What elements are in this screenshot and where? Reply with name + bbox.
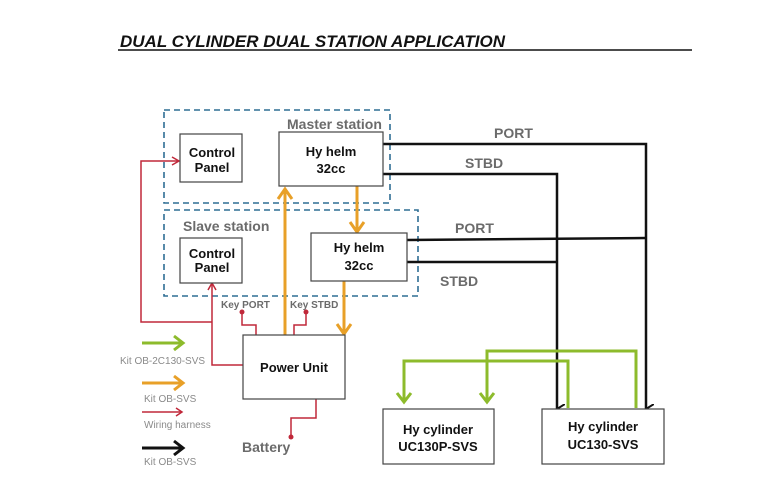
master-hy-helm-line1: Hy helm [306,144,357,159]
hy-cylinder-stbd[interactable]: Hy cylinder UC130-SVS [541,408,665,465]
orange-hydraulic-lines [276,186,366,337]
master-control-panel-line2: Panel [195,160,230,175]
orange-arrowhead-2 [335,323,353,337]
green-arrowhead-1 [395,392,413,405]
wire-power-to-slave-panel [211,284,243,366]
master-control-panel[interactable]: Control Panel [179,133,243,183]
legend: Kit OB-2C130-SVS Kit OB-SVS Wiring harne… [120,334,211,468]
orange-arrowhead-1 [348,221,366,235]
wire-arrowhead-master [171,156,181,166]
hy-cylinder-port[interactable]: Hy cylinder UC130P-SVS [382,408,495,465]
key-port-terminal [239,309,245,315]
key-stbd-label: Key STBD [290,300,338,311]
slave-hy-helm-line1: Hy helm [334,240,385,255]
green-arrowhead-2 [478,392,496,405]
master-port-line [383,142,646,409]
legend-label-3: Wiring harness [144,420,211,431]
wire-to-master-panel [140,160,212,323]
master-hy-helm-line2: 32cc [317,161,346,176]
master-stbd-line [383,172,557,409]
legend-item-kit-ob-2c130-svs: Kit OB-2C130-SVS [120,334,205,367]
battery-terminal [288,434,294,440]
slave-control-panel-line1: Control [189,246,235,261]
legend-label-4: Kit OB-SVS [144,457,197,468]
black-arrow-icon [142,439,186,457]
key-stbd-terminal [303,309,309,315]
slave-control-panel[interactable]: Control Panel [179,237,243,284]
master-control-panel-line1: Control [189,145,235,160]
hy-cylinder-stbd-line2: UC130-SVS [568,437,639,452]
green-hydraulic-lines [395,349,638,408]
hy-cylinder-port-line2: UC130P-SVS [398,439,478,454]
hy-cylinder-stbd-line1: Hy cylinder [568,419,638,434]
battery-label: Battery [242,439,290,455]
master-hy-helm[interactable]: Hy helm 32cc [278,131,384,187]
hy-cylinder-port-line1: Hy cylinder [403,422,473,437]
slave-station-label: Slave station [183,218,269,234]
orange-arrowhead-up [276,186,294,200]
legend-label-2: Kit OB-SVS [144,394,197,405]
master-stbd-label: STBD [465,155,503,171]
slave-port-line [406,236,647,242]
key-port-label: Key PORT [221,300,270,311]
master-station-label: Master station [287,116,382,132]
wire-key-stbd [293,312,307,335]
slave-control-panel-line2: Panel [195,260,230,275]
slave-port-label: PORT [455,220,494,236]
slave-stbd-label: STBD [440,273,478,289]
master-port-label: PORT [494,125,533,141]
legend-item-kit-ob-svs-black: Kit OB-SVS [142,439,197,468]
wire-key-port [241,312,257,335]
red-arrow-icon [142,407,184,417]
legend-item-kit-ob-svs-orange: Kit OB-SVS [142,374,197,405]
black-hydraulic-lines [383,142,647,409]
slave-hy-helm[interactable]: Hy helm 32cc [310,232,408,282]
wire-battery [290,399,317,436]
page-title: DUAL CYLINDER DUAL STATION APPLICATION [120,32,506,51]
green-arrow-icon [142,334,186,352]
legend-label-1: Kit OB-2C130-SVS [120,356,205,367]
master-station-border [163,109,391,204]
power-unit[interactable]: Power Unit [242,334,346,400]
legend-item-wiring-harness: Wiring harness [142,407,211,431]
power-unit-label: Power Unit [260,360,329,375]
green-line-inner [485,349,638,408]
wiring-harness-lines [140,156,317,436]
slave-hy-helm-line2: 32cc [345,258,374,273]
orange-arrow-icon [142,374,186,392]
